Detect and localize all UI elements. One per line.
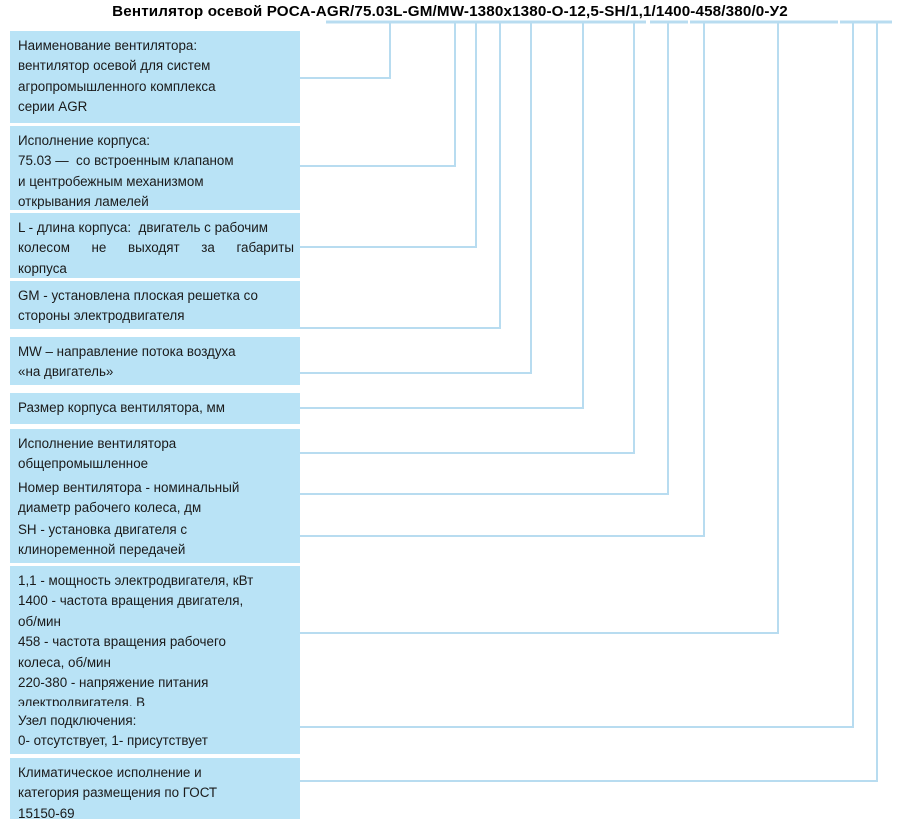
label-line: Номер вентилятора - номинальный <box>18 480 240 495</box>
label-line: колеса, об/мин <box>18 654 111 670</box>
page-title: Вентилятор осевой РОСА-AGR/75.03L-GM/MW-… <box>112 3 788 20</box>
label-box-connection-unit[interactable]: Узел подключения: 0- отсутствует, 1- при… <box>10 706 300 754</box>
label-line: SH - установка двигателя с <box>18 522 188 537</box>
leader-line-2-drop <box>300 22 457 168</box>
leader-line-9-drop <box>300 22 706 538</box>
label-line: 1,1 - мощность электродвигателя, кВт <box>18 573 254 588</box>
label-line: общепромышленное <box>18 456 149 472</box>
label-line: Исполнение корпуса: <box>18 133 150 148</box>
label-line: 0- отсутствует, 1- присутствует <box>18 733 208 749</box>
leader-line-3-drop <box>300 22 478 249</box>
label-line: агропромышленного комплекса <box>18 78 216 94</box>
label-line: 75.03 — со встроенным клапаном <box>18 153 234 169</box>
leader-line-1-drop <box>300 22 392 80</box>
label-line: колесом не выходят за габариты <box>18 240 294 256</box>
label-box-fan-design-general[interactable]: Исполнение вентилятора общепромышленное <box>10 429 300 477</box>
label-line: Наименование вентилятора: <box>18 38 198 53</box>
leader-line-5-drop <box>300 22 533 375</box>
label-box-housing-length[interactable]: L - длина корпуса: двигатель с рабочим к… <box>10 213 300 278</box>
leader-line-10-drop <box>300 22 780 635</box>
leader-line-8-drop <box>300 22 670 496</box>
leader-line-4-drop <box>300 22 502 330</box>
label-line: «на двигатель» <box>18 364 114 380</box>
label-line: и центробежным механизмом <box>18 173 204 189</box>
label-box-housing-design[interactable]: Исполнение корпуса: 75.03 — со встроенны… <box>10 126 300 210</box>
label-line: 15150-69 <box>18 805 75 819</box>
leader-line-6-drop <box>300 22 585 410</box>
label-line: Узел подключения: <box>18 713 137 728</box>
label-line: MW – направление потока воздуха <box>18 344 236 359</box>
label-line: серии AGR <box>18 99 88 115</box>
label-line: L - длина корпуса: двигатель с рабочим <box>18 220 268 235</box>
label-line: диаметр рабочего колеса, дм <box>18 500 202 516</box>
label-line: стороны электродвигателя <box>18 308 185 324</box>
label-line: GM - установлена плоская решетка со <box>18 288 258 303</box>
label-box-fan-number[interactable]: Номер вентилятора - номинальный диаметр … <box>10 473 300 521</box>
label-line: 1400 - частота вращения двигателя, <box>18 593 244 609</box>
label-line: 220-380 - напряжение питания <box>18 675 209 691</box>
label-line: 458 - частота вращения рабочего <box>18 634 226 650</box>
label-line: корпуса <box>18 260 67 276</box>
label-line: Исполнение вентилятора <box>18 436 177 451</box>
label-box-electrical-parameters[interactable]: 1,1 - мощность электродвигателя, кВт 140… <box>10 566 300 706</box>
label-line: Размер корпуса вентилятора, мм <box>18 400 225 415</box>
label-box-airflow-direction[interactable]: MW – направление потока воздуха «на двиг… <box>10 337 300 385</box>
label-box-climatic-design[interactable]: Климатическое исполнение и категория раз… <box>10 758 300 819</box>
label-box-belt-drive-mount[interactable]: SH - установка двигателя с клиноременной… <box>10 515 300 563</box>
label-line: клиноременной передачей <box>18 542 186 558</box>
label-line: об/мин <box>18 613 61 629</box>
label-line: категория размещения по ГОСТ <box>18 785 218 801</box>
label-line: открывания ламелей <box>18 194 149 210</box>
leader-line-7-drop <box>300 22 636 455</box>
label-line: Климатическое исполнение и <box>18 765 202 780</box>
label-box-fan-name[interactable]: Наименование вентилятора: вентилятор осе… <box>10 31 300 123</box>
label-box-housing-size[interactable]: Размер корпуса вентилятора, мм <box>10 393 300 424</box>
leader-line-12-drop <box>300 22 879 783</box>
label-line: электродвигателя, В <box>18 695 146 706</box>
label-box-flat-grille[interactable]: GM - установлена плоская решетка со стор… <box>10 281 300 329</box>
label-line: вентилятор осевой для систем <box>18 58 211 74</box>
leader-line-11-drop <box>300 22 855 729</box>
